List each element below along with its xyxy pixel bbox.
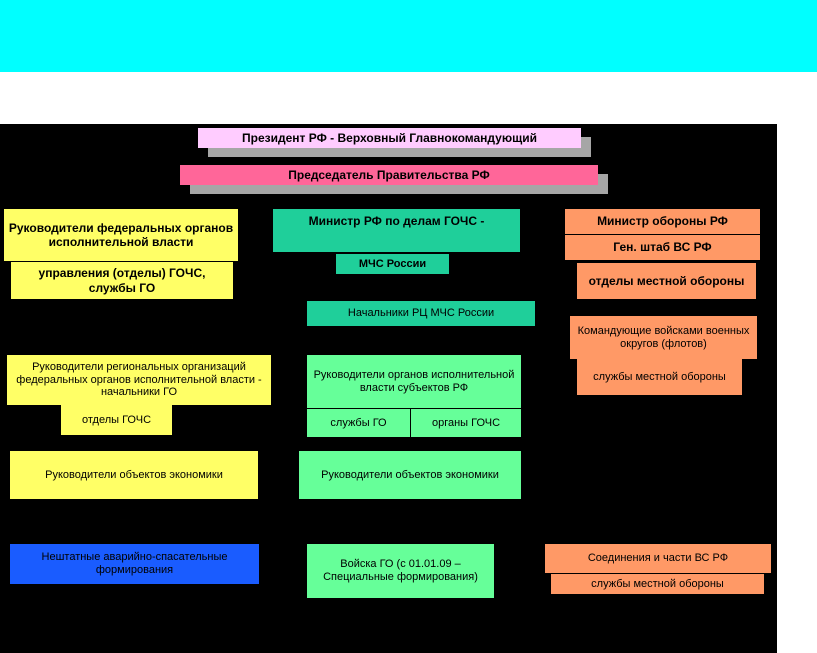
economy-heads-middle-box: Руководители объектов экономики [299,451,521,499]
district-commanders-box: Командующие войсками военных округов (фл… [570,316,757,359]
local-defense-services-2-box: службы местной обороны [551,574,764,594]
go-services-box: службы ГО [307,409,410,437]
armed-forces-units-box: Соединения и части ВС РФ [545,544,771,573]
gochs-sections-box: отделы ГОЧС [61,405,172,435]
nonstaff-units-box: Нештатные аварийно-спасательные формиров… [10,544,259,584]
chairman-box: Председатель Правительства РФ [180,165,598,185]
economy-heads-left-box: Руководители объектов экономики [10,451,258,499]
go-troops-box: Войска ГО (с 01.01.09 – Специальные форм… [307,544,494,598]
local-defense-depts-box: отделы местной обороны [577,263,756,299]
gochs-bodies-box: органы ГОЧС [411,409,521,437]
federal-heads-box: Руководители федеральных органов исполни… [4,209,238,261]
local-defense-services-box: службы местной обороны [577,359,742,395]
president-box: Президент РФ - Верховный Главнокомандующ… [198,128,581,148]
gochs-departments-box: управления (отделы) ГОЧС, службы ГО [11,262,233,299]
services-divider [410,409,411,437]
rc-heads-box: Начальники РЦ МЧС России [307,301,535,326]
subject-heads-box: Руководители органов исполнительной влас… [307,355,521,408]
top-color-band [0,0,817,72]
emercom-box: МЧС России [336,254,449,274]
minister-defense-box: Министр обороны РФ [565,209,760,234]
regional-heads-box: Руководители региональных организаций фе… [7,355,271,405]
general-staff-box: Ген. штаб ВС РФ [565,235,760,260]
minister-emercom-box: Министр РФ по делам ГОЧС - [273,209,520,252]
